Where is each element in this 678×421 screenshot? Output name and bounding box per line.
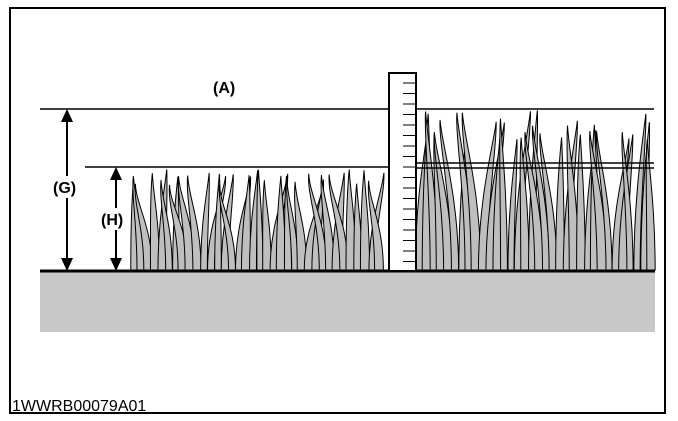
label-h: (H) xyxy=(101,212,123,229)
uncut-grass xyxy=(414,110,656,271)
cut-grass xyxy=(130,169,385,271)
label-a: (A) xyxy=(213,80,235,97)
figure-code: 1WWRB00079A01 xyxy=(12,398,147,415)
label-g: (G) xyxy=(53,180,76,197)
ground xyxy=(40,271,655,332)
measuring-ruler xyxy=(388,72,417,272)
